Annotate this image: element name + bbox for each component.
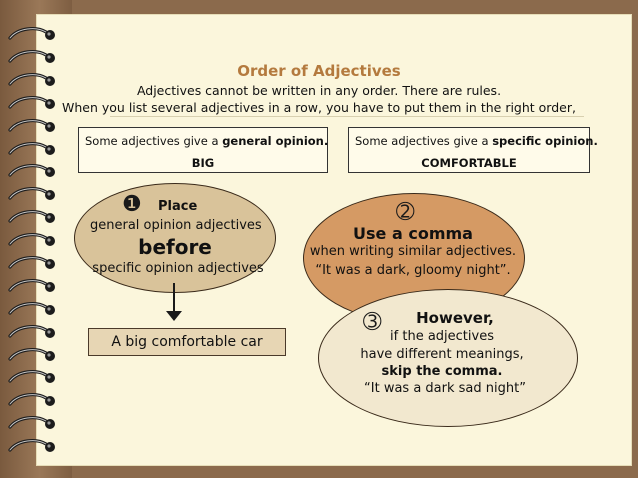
spiral-ring: [6, 255, 58, 273]
down-arrow-icon: [166, 311, 182, 321]
rule-1-ellipse: [74, 183, 276, 293]
specific-opinion-box: Some adjectives give a specific opinion.…: [348, 127, 598, 173]
general-box-prefix: Some adjectives give a: [85, 134, 223, 148]
general-box-word: BIG: [191, 156, 215, 170]
rule-1-keyword: before: [138, 235, 212, 259]
spiral-ring: [6, 26, 58, 44]
general-box-bold: general opinion.: [222, 134, 329, 148]
down-arrow-shaft: [173, 283, 175, 313]
rule-3-bold: skip the comma.: [381, 364, 503, 379]
intro-line-2: When you list several adjectives in a ro…: [62, 100, 576, 115]
rule-3-ellipse: [318, 289, 578, 427]
spiral-ring: [6, 415, 58, 433]
spiral-ring: [6, 324, 58, 342]
spiral-ring: [6, 347, 58, 365]
rule-3-number: ➂: [363, 310, 382, 335]
spiral-ring: [6, 369, 58, 387]
spiral-ring: [6, 209, 58, 227]
spiral-ring: [6, 163, 58, 181]
spiral-ring: [6, 95, 58, 113]
spiral-ring: [6, 301, 58, 319]
rule-3-heading: However,: [416, 309, 494, 327]
spiral-ring: [6, 392, 58, 410]
spiral-ring: [6, 278, 58, 296]
spiral-ring: [6, 438, 58, 456]
rule-3-example: “It was a dark sad night”: [364, 381, 526, 396]
spiral-ring: [6, 186, 58, 204]
spiral-ring: [6, 141, 58, 159]
rule-2-heading: Use a comma: [353, 224, 473, 243]
example-box: A big comfortable car: [88, 328, 286, 356]
spiral-ring: [6, 49, 58, 67]
specific-box-bold: specific opinion.: [492, 134, 598, 148]
rule-1-line-1: general opinion adjectives: [90, 218, 262, 233]
spiral-ring: [6, 72, 58, 90]
general-opinion-box: Some adjectives give a general opinion. …: [78, 127, 328, 173]
intro-line-1: Adjectives cannot be written in any orde…: [136, 83, 502, 98]
rule-1-number: ❶: [122, 192, 142, 217]
spiral-ring: [6, 232, 58, 250]
rule-2-example: “It was a dark, gloomy night”.: [315, 263, 511, 278]
specific-box-word: COMFORTABLE: [421, 156, 517, 170]
page-title: Order of Adjectives: [237, 62, 401, 80]
rule-3-line-2: have different meanings,: [360, 347, 524, 362]
spiral-ring: [6, 118, 58, 136]
rule-1-heading: Place: [158, 199, 198, 214]
rule-3-line-1: if the adjectives: [390, 329, 494, 344]
rule-1-line-2: specific opinion adjectives: [92, 261, 264, 276]
specific-box-prefix: Some adjectives give a: [355, 134, 493, 148]
rule-2-line-1: when writing similar adjectives.: [309, 244, 517, 259]
rule-2-number: ➁: [396, 200, 415, 225]
header-divider: [110, 116, 584, 117]
